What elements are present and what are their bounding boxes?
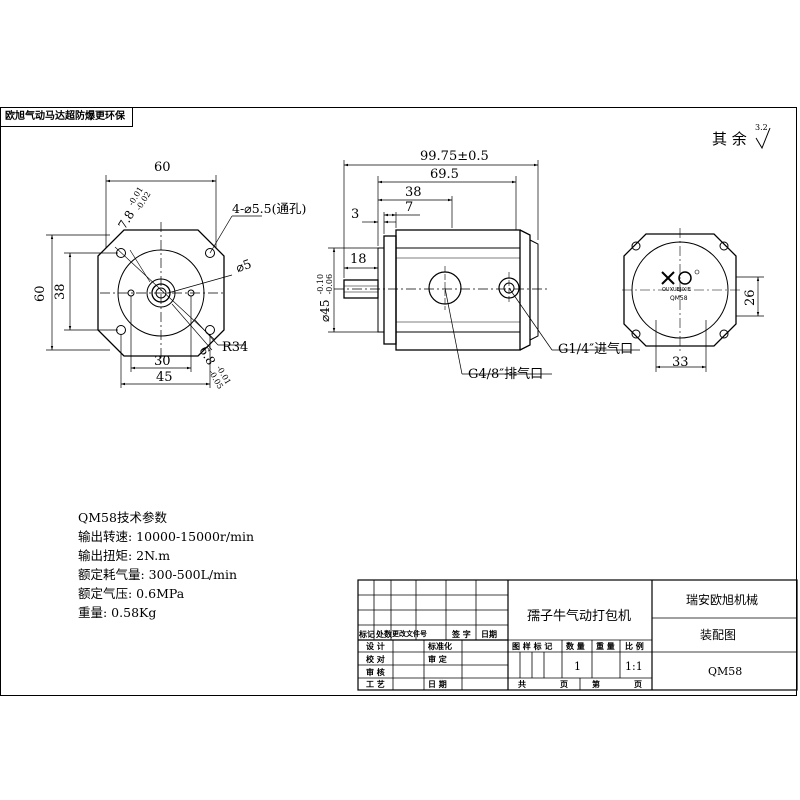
company-name: 瑞安欧旭机械 (686, 593, 759, 607)
tb-header-0: 标记 (359, 630, 375, 639)
tb-header-4: 日期 (481, 630, 497, 639)
surface-finish-icon (755, 127, 771, 150)
radius-callout: R34 (222, 340, 249, 355)
holes-callout: 4-⌀5.5(通孔) (232, 201, 307, 216)
product-name: 孺子牛气动打包机 (527, 609, 632, 624)
tb-row-label: 校 对 (366, 655, 385, 664)
pilot-tol-b: -0.06 (324, 273, 334, 295)
tech-specs: QM58技术参数 输出转速: 10000-15000r/min 输出扭矩: 2N… (78, 508, 254, 622)
tb-row-label: 设 计 (366, 642, 385, 651)
tb-row-label: 审 定 (428, 655, 447, 664)
drawing-type: 装配图 (700, 628, 737, 642)
front-width-dim: 60 (154, 160, 171, 175)
tb-sheet-label: 共 (518, 680, 526, 689)
specs-title: QM58技术参数 (78, 510, 167, 525)
tb-row-label: 日 期 (428, 680, 447, 689)
tb-sheet-label: 第 (592, 680, 600, 689)
tb-right-header-1: 数 量 (566, 642, 585, 651)
dim-3: 3 (351, 207, 360, 222)
rear-dim-33: 33 (672, 355, 689, 370)
total-length-dim: 99.75±0.5 (420, 149, 489, 164)
spec-line: 额定气压: 0.6MPa (78, 586, 185, 601)
tb-scale: 1:1 (625, 660, 643, 673)
tb-right-header-2: 重 量 (596, 642, 615, 651)
tb-row-label: 审 核 (366, 668, 385, 677)
corner-note: 欧旭气动马达超防爆更环保 (0, 107, 133, 127)
front-pitch-h-dim: 30 (154, 354, 171, 369)
tb-header-2: 更改文件号 (392, 630, 427, 638)
surface-finish-label: 其 余 (712, 130, 747, 148)
title-block-lines (357, 579, 798, 691)
rear-logo-text: OUXUEJIXIE (662, 287, 691, 293)
dim-18: 18 (350, 252, 367, 267)
tb-header-1: 处数 (376, 630, 392, 639)
spec-line: 额定耗气量: 300-500L/min (78, 567, 238, 582)
front-height-dim: 60 (33, 285, 48, 302)
tb-header-3: 签 字 (452, 630, 471, 639)
side-view (328, 160, 640, 375)
rear-model: QM58 (670, 295, 688, 302)
spec-line: 输出扭矩: 2N.m (78, 548, 171, 563)
tb-right-header-0: 图 样 标 记 (512, 642, 553, 651)
tb-sheet-label: 页 (634, 680, 642, 689)
surface-finish-value: 3.2 (755, 123, 768, 132)
front-view (46, 175, 262, 388)
dim-38: 38 (405, 185, 422, 200)
exhaust-callout: G4/8″排气口 (468, 367, 544, 382)
dim-7: 7 (405, 200, 414, 215)
pilot-dia-nominal: ⌀45 (318, 299, 332, 323)
inlet-callout: G1/4″进气口 (558, 342, 634, 357)
rear-dim-26: 26 (743, 289, 758, 306)
spec-line: 输出转速: 10000-15000r/min (78, 529, 255, 544)
tb-quantity: 1 (574, 660, 581, 673)
tb-right-header-3: 比 例 (625, 642, 644, 651)
rear-view (622, 228, 764, 372)
drawing-frame (0, 107, 797, 696)
front-flange-dim: 45 (156, 370, 173, 385)
drawing-number: QM58 (708, 665, 743, 678)
front-pitch-v-dim: 38 (53, 283, 68, 300)
pilot-dia-dim: ⌀45 -0.10 -0.06 (314, 274, 334, 322)
body-length-dim: 69.5 (430, 167, 459, 182)
spec-line: 重量: 0.58Kg (78, 605, 157, 620)
tb-row-label: 工 艺 (366, 680, 385, 689)
pilot-tol-a: -0.10 (315, 273, 325, 295)
tb-sheet-label: 页 (560, 680, 568, 689)
tb-row-label: 标准化 (428, 642, 452, 651)
